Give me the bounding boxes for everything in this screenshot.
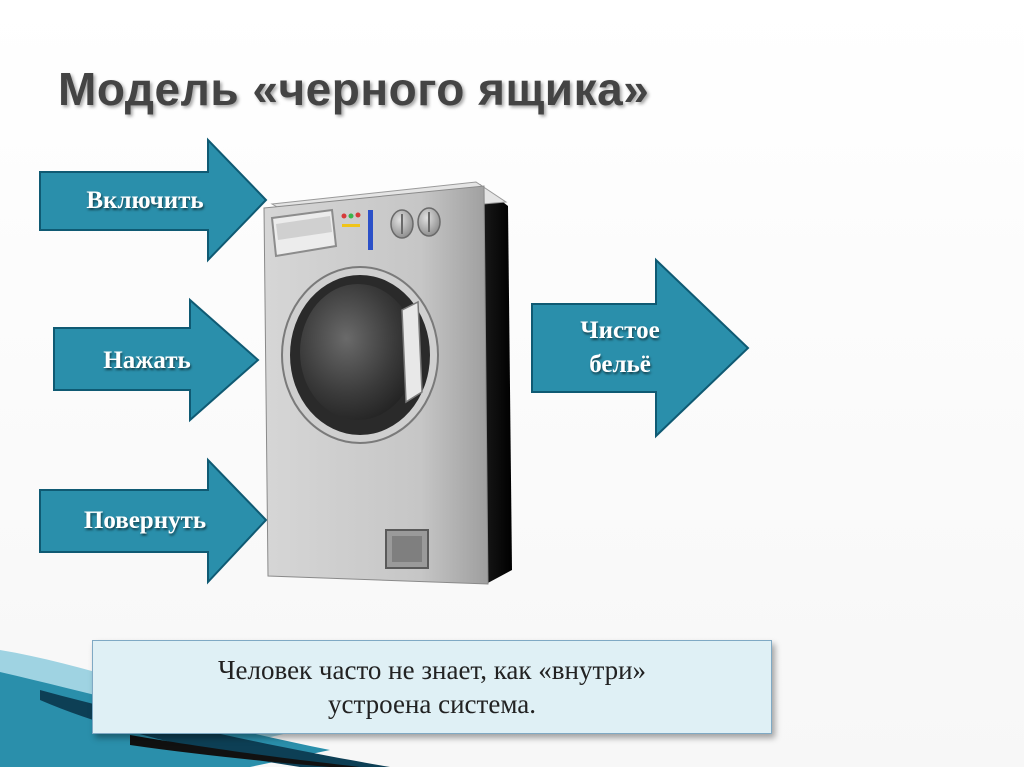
output-arrow-label-line1: Чистое [580,317,660,344]
note-line-2: устроена система. [328,689,536,719]
input-arrow-label: Включить [86,187,204,214]
output-arrow-clean-laundry: Чистое бельё [530,257,752,440]
input-arrow-switch-on: Включить [38,137,270,263]
input-arrow-turn: Повернуть [38,457,270,585]
input-arrow-label: Повернуть [83,507,207,534]
note-box: Человек часто не знает, как «внутри» уст… [92,640,772,734]
washing-machine-icon [262,180,522,590]
output-arrow-label-line2: бельё [589,351,651,378]
slide-title: Модель «черного ящика» [58,63,650,115]
note-line-1: Человек часто не знает, как «внутри» [217,655,647,685]
input-arrow-label: Нажать [103,347,191,374]
input-arrow-press: Нажать [52,297,262,423]
